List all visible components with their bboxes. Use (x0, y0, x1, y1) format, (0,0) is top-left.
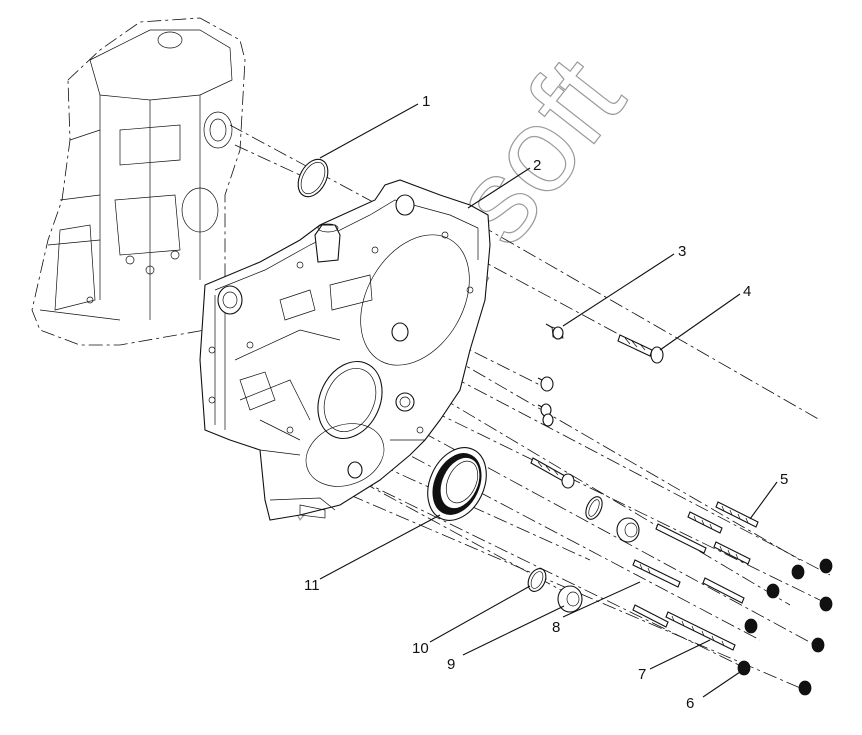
short-bolts (530, 376, 575, 489)
callout-9: 9 (447, 656, 455, 673)
o-ring-small-upper (585, 496, 603, 520)
callout-11: 11 (304, 577, 320, 594)
plug-part-9 (557, 585, 583, 613)
nuts (737, 558, 833, 696)
callout-3: 3 (678, 243, 686, 260)
plug-upper (616, 517, 640, 543)
callout-4: 4 (743, 283, 751, 300)
timing-cover-part-2 (199, 179, 491, 521)
callout-5: 5 (780, 471, 788, 488)
callout-8: 8 (552, 619, 560, 636)
callout-leaders (319, 103, 778, 698)
callout-6: 6 (686, 695, 694, 712)
callout-1: 1 (422, 93, 430, 110)
callout-labels: 1 2 3 4 5 6 7 8 9 10 11 (304, 93, 788, 712)
bolt-part-3 (545, 323, 564, 340)
callout-2: 2 (533, 157, 541, 174)
engine-block (31, 17, 246, 346)
o-ring-part-1 (297, 158, 329, 198)
bolt-part-4 (617, 334, 664, 364)
crank-seal-part-11 (427, 447, 487, 521)
callout-7: 7 (638, 666, 646, 683)
callout-10: 10 (412, 640, 429, 657)
o-ring-part-10 (527, 568, 547, 592)
studs (632, 501, 759, 651)
